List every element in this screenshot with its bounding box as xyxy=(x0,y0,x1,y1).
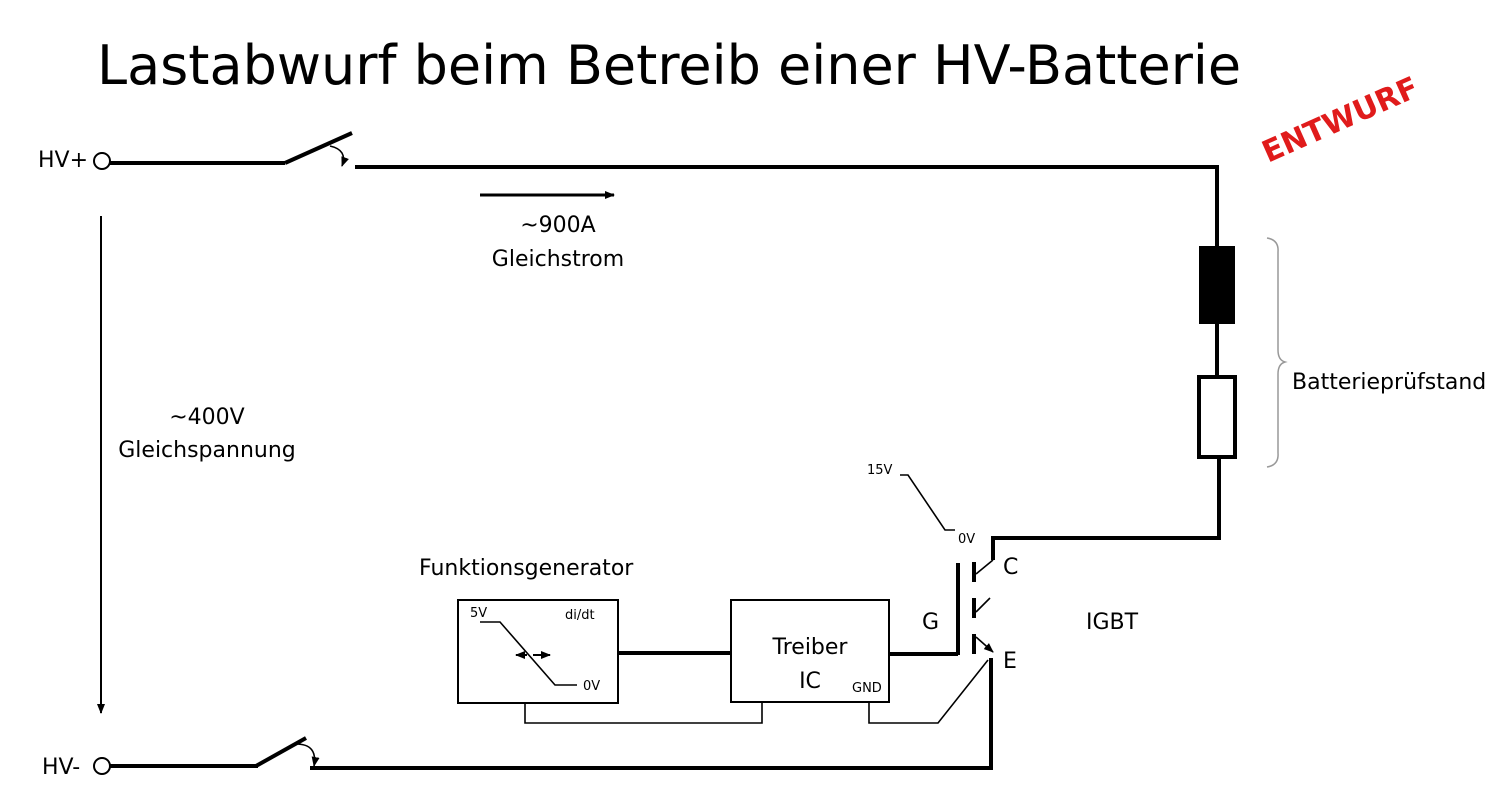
fg-low-label: 0V xyxy=(583,679,600,694)
hv-minus-label: HV- xyxy=(42,755,80,780)
slide-title: Lastabwurf beim Betreib einer HV-Batteri… xyxy=(97,34,1241,97)
driver-ic-box xyxy=(730,599,890,703)
test-stand-bracket xyxy=(1266,237,1288,468)
voltage-kind: Gleichspannung xyxy=(118,438,296,463)
igbt-icon xyxy=(956,559,994,655)
driver-gnd-label: GND xyxy=(852,681,882,696)
current-value: ~900A xyxy=(520,213,595,238)
current-kind: Gleichstrom xyxy=(492,247,624,272)
hv-minus-terminal-icon xyxy=(93,757,111,775)
bottom-wire xyxy=(110,658,993,770)
switch-arrow-icon xyxy=(295,743,320,767)
switch-arrow-icon xyxy=(329,145,349,167)
gate-low-label: 0V xyxy=(958,532,975,547)
top-wire xyxy=(110,131,1219,246)
voltage-value: ~400V xyxy=(169,405,244,430)
test-stand-label: Batterieprüfstand xyxy=(1292,370,1486,395)
gate-high-label: 15V xyxy=(867,463,893,478)
function-generator-label: Funktionsgenerator xyxy=(419,556,634,581)
driver-line2: IC xyxy=(799,669,821,694)
igbt-label: IGBT xyxy=(1086,610,1139,635)
hv-plus-terminal-icon xyxy=(93,152,111,170)
fg-high-label: 5V xyxy=(470,606,487,621)
collector-label: C xyxy=(1003,555,1018,580)
collector-wire xyxy=(991,457,1221,560)
ramp-waveform-icon xyxy=(480,621,577,686)
driver-line1: Treiber xyxy=(772,635,849,660)
gate-signal-icon xyxy=(900,474,955,531)
hv-plus-label: HV+ xyxy=(38,148,88,173)
inductor-icon xyxy=(1199,246,1235,324)
gate-label: G xyxy=(922,610,939,635)
control-wires xyxy=(524,651,989,724)
draft-stamp: ENTWURF xyxy=(1257,70,1424,170)
resistor-icon xyxy=(1197,375,1237,459)
fg-slope-label: di/dt xyxy=(565,608,595,623)
emitter-label: E xyxy=(1003,649,1017,674)
